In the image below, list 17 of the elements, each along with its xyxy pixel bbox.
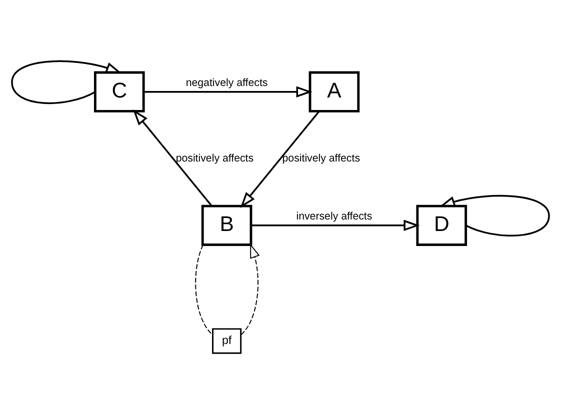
node-box: A <box>308 70 360 112</box>
edge-label: negatively affects <box>186 76 268 88</box>
node-box: D <box>416 204 468 246</box>
arrow <box>240 243 260 335</box>
arrow <box>132 108 212 206</box>
arrow <box>251 219 420 231</box>
node-box: pf <box>212 328 242 354</box>
edge-label: positively affects <box>176 152 254 164</box>
edge-label: inversely affects <box>296 210 372 222</box>
connector <box>195 244 214 335</box>
arrow <box>439 194 550 236</box>
arrow <box>11 60 122 104</box>
arrow <box>240 110 320 208</box>
arrow <box>144 86 312 97</box>
edge-label: positively affects <box>282 152 360 164</box>
node-box: B <box>201 204 252 246</box>
node-box: C <box>94 70 145 112</box>
